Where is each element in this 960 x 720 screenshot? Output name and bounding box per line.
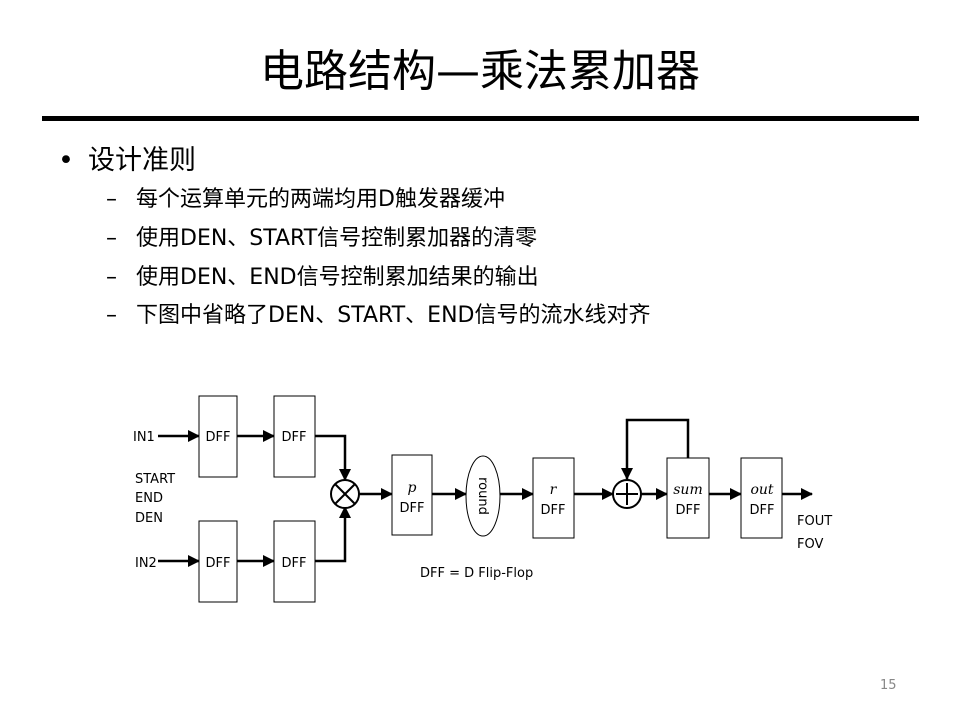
dash-icon: – — [106, 265, 117, 290]
dash-icon: – — [106, 303, 117, 328]
label-out: out — [750, 482, 773, 498]
dash-icon: – — [106, 187, 117, 212]
dff-out — [740, 457, 783, 539]
dff-label: DFF — [206, 430, 231, 445]
dff-in1-stage1 — [198, 395, 238, 478]
dff-in1-stage2 — [273, 395, 316, 478]
sub-item-text: 使用DEN、START信号控制累加器的清零 — [136, 226, 538, 251]
label-round: round — [475, 477, 490, 515]
dff-r — [532, 457, 575, 539]
wires — [158, 418, 813, 567]
label-end: END — [135, 491, 163, 506]
sub-item-text: 每个运算单元的两端均用D触发器缓冲 — [136, 187, 505, 212]
dff-label: DFF — [750, 503, 775, 518]
dff-label: DFF — [400, 501, 425, 516]
dash-icon: – — [106, 226, 117, 251]
multiplier-icon — [330, 479, 360, 509]
page-number: 15 — [880, 678, 897, 693]
label-in2: IN2 — [135, 556, 157, 571]
bullet-icon: • — [58, 145, 74, 176]
label-start: START — [135, 472, 175, 487]
adder-icon — [612, 479, 642, 509]
slide-title: 电路结构—乘法累加器 — [260, 46, 700, 97]
label-in1: IN1 — [133, 430, 155, 445]
sub-item: –每个运算单元的两端均用D触发器缓冲 — [106, 185, 505, 215]
dff-in2-stage2 — [273, 520, 316, 603]
title-divider — [42, 116, 919, 121]
dff-label: DFF — [206, 556, 231, 571]
sub-item-text: 下图中省略了DEN、START、END信号的流水线对齐 — [136, 303, 651, 328]
dff-in2-stage1 — [198, 520, 238, 603]
label-p: p — [408, 480, 417, 496]
dff-label: DFF — [541, 503, 566, 518]
sub-item: –下图中省略了DEN、START、END信号的流水线对齐 — [106, 301, 650, 331]
diagram-caption: DFF = D Flip-Flop — [420, 566, 533, 581]
dff-label: DFF — [282, 430, 307, 445]
label-fout: FOUT — [797, 514, 832, 529]
label-den: DEN — [135, 511, 163, 526]
label-fov: FOV — [797, 537, 823, 552]
dff-label: DFF — [676, 503, 701, 518]
label-sum: sum — [673, 482, 702, 498]
label-r: r — [550, 482, 558, 498]
bullet-text: 设计准则 — [88, 145, 196, 176]
dff-label: DFF — [282, 556, 307, 571]
dff-sum — [666, 457, 710, 539]
sub-item-text: 使用DEN、END信号控制累加结果的输出 — [136, 265, 539, 290]
sub-item: –使用DEN、START信号控制累加器的清零 — [106, 224, 537, 254]
round-block — [465, 455, 501, 537]
bullet-design-rules: • 设计准则 — [58, 143, 196, 179]
sub-item: –使用DEN、END信号控制累加结果的输出 — [106, 263, 539, 293]
dff-p — [391, 454, 433, 536]
